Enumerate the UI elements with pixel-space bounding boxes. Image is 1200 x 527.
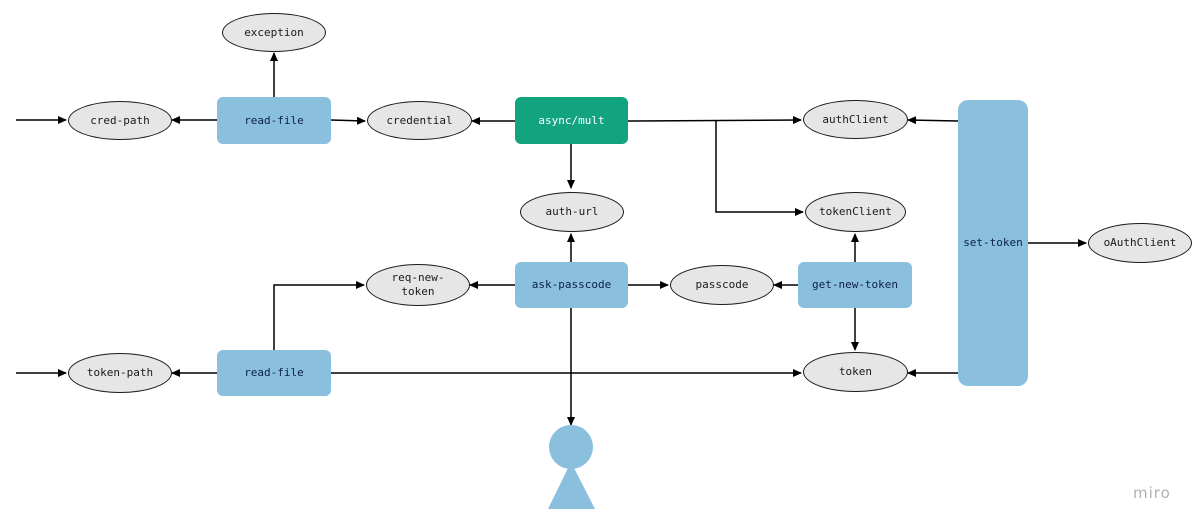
edge-read-file-to-req-new-token: [273, 281, 365, 350]
node-token: token: [803, 352, 908, 392]
node-passcode: passcode: [670, 265, 774, 305]
node-exception: exception: [222, 13, 326, 52]
node-async-mult: async/mult: [515, 97, 628, 144]
edge-async-to-tokenclient: [715, 121, 804, 216]
node-get-new-token: get-new-token: [798, 262, 912, 308]
edge-set-token-to-authclient: [907, 116, 959, 125]
user-icon: [548, 425, 595, 509]
node-set-token: set-token: [958, 100, 1028, 386]
node-read-file-top: read-file: [217, 97, 331, 144]
node-auth-url: auth-url: [520, 192, 624, 232]
node-credential: credential: [367, 101, 472, 140]
edge-read-file-to-credential: [330, 116, 366, 125]
node-oauthclient: oAuthClient: [1088, 223, 1192, 263]
node-tokenclient: tokenClient: [805, 192, 906, 232]
edge-async-to-authclient: [627, 116, 802, 125]
miro-watermark: miro: [1133, 484, 1171, 502]
node-ask-passcode: ask-passcode: [515, 262, 628, 308]
node-read-file-bottom: read-file: [217, 350, 331, 396]
node-authclient: authClient: [803, 100, 908, 139]
node-req-new-token: req-new- token: [366, 264, 470, 306]
node-cred-path: cred-path: [68, 101, 172, 140]
node-token-path: token-path: [68, 353, 172, 393]
